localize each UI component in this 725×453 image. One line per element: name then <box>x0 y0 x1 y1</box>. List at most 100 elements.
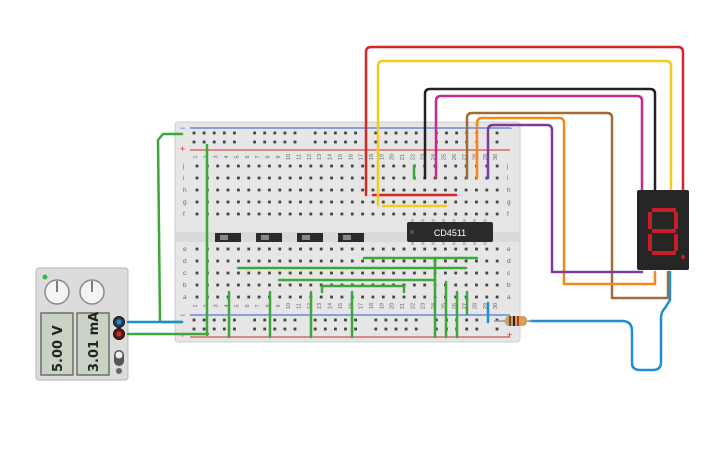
breadboard-hole[interactable] <box>288 188 292 192</box>
breadboard-hole[interactable] <box>319 176 323 180</box>
breadboard-hole[interactable] <box>361 295 364 299</box>
breadboard-hole[interactable] <box>268 212 271 216</box>
breadboard-hole[interactable] <box>330 164 333 168</box>
breadboard-hole[interactable] <box>226 200 230 204</box>
breadboard-hole[interactable] <box>392 200 396 204</box>
breadboard-hole[interactable] <box>495 188 499 192</box>
breadboard-hole[interactable] <box>495 176 499 180</box>
breadboard-hole[interactable] <box>257 259 261 263</box>
rail-hole[interactable] <box>283 140 287 144</box>
breadboard-hole[interactable] <box>475 200 478 204</box>
breadboard-hole[interactable] <box>485 259 489 263</box>
breadboard-hole[interactable] <box>216 188 220 192</box>
breadboard-hole[interactable] <box>247 295 251 299</box>
breadboard-hole[interactable] <box>381 176 385 180</box>
breadboard-hole[interactable] <box>402 259 406 263</box>
breadboard-hole[interactable] <box>216 212 220 216</box>
rail-hole[interactable] <box>293 327 297 331</box>
rail-hole[interactable] <box>323 327 327 331</box>
rail-hole[interactable] <box>384 140 388 144</box>
breadboard-hole[interactable] <box>454 283 458 287</box>
breadboard-hole[interactable] <box>485 188 489 192</box>
breadboard-hole[interactable] <box>319 164 323 168</box>
breadboard-hole[interactable] <box>309 212 313 216</box>
rail-hole[interactable] <box>313 318 317 322</box>
rail-hole[interactable] <box>222 140 226 144</box>
breadboard-hole[interactable] <box>475 295 478 299</box>
breadboard-hole[interactable] <box>412 200 416 204</box>
breadboard-hole[interactable] <box>361 164 364 168</box>
rail-hole[interactable] <box>202 327 206 331</box>
breadboard-hole[interactable] <box>268 164 271 168</box>
breadboard-hole[interactable] <box>371 176 375 180</box>
breadboard-hole[interactable] <box>433 247 437 251</box>
breadboard-hole[interactable] <box>299 271 302 275</box>
breadboard-hole[interactable] <box>412 271 416 275</box>
rail-hole[interactable] <box>293 318 297 322</box>
rail-hole[interactable] <box>404 140 408 144</box>
breadboard-hole[interactable] <box>195 212 199 216</box>
breadboard-hole[interactable] <box>319 283 323 287</box>
breadboard-hole[interactable] <box>402 188 406 192</box>
breadboard-hole[interactable] <box>330 176 333 180</box>
breadboard-hole[interactable] <box>412 188 416 192</box>
rail-hole[interactable] <box>323 140 327 144</box>
breadboard-hole[interactable] <box>195 247 199 251</box>
breadboard-hole[interactable] <box>299 200 302 204</box>
wire-black[interactable] <box>423 87 657 192</box>
rail-hole[interactable] <box>334 131 337 135</box>
breadboard-hole[interactable] <box>268 200 271 204</box>
rail-hole[interactable] <box>495 327 499 331</box>
breadboard-hole[interactable] <box>423 247 427 251</box>
breadboard-hole[interactable] <box>361 247 364 251</box>
rail-hole[interactable] <box>414 318 418 322</box>
breadboard-hole[interactable] <box>299 212 302 216</box>
breadboard-hole[interactable] <box>433 200 437 204</box>
breadboard-hole[interactable] <box>392 164 396 168</box>
breadboard-hole[interactable] <box>288 295 292 299</box>
breadboard-hole[interactable] <box>485 295 489 299</box>
breadboard-hole[interactable] <box>371 295 375 299</box>
breadboard-hole[interactable] <box>454 200 458 204</box>
breadboard-hole[interactable] <box>423 200 427 204</box>
rail-hole[interactable] <box>404 131 408 135</box>
breadboard-hole[interactable] <box>412 247 416 251</box>
breadboard-hole[interactable] <box>247 176 251 180</box>
breadboard-hole[interactable] <box>485 212 489 216</box>
breadboard-hole[interactable] <box>412 259 416 263</box>
breadboard-hole[interactable] <box>288 271 292 275</box>
breadboard-hole[interactable] <box>475 247 478 251</box>
breadboard-hole[interactable] <box>495 259 499 263</box>
breadboard-hole[interactable] <box>268 176 271 180</box>
breadboard-hole[interactable] <box>247 247 251 251</box>
breadboard-hole[interactable] <box>247 200 251 204</box>
breadboard-hole[interactable] <box>464 283 468 287</box>
breadboard-hole[interactable] <box>412 283 416 287</box>
breadboard-hole[interactable] <box>412 295 416 299</box>
breadboard-hole[interactable] <box>288 164 292 168</box>
rail-hole[interactable] <box>233 318 236 322</box>
rail-hole[interactable] <box>374 140 378 144</box>
rail-hole[interactable] <box>394 318 398 322</box>
breadboard-hole[interactable] <box>392 247 396 251</box>
breadboard-hole[interactable] <box>226 164 230 168</box>
rail-hole[interactable] <box>384 131 388 135</box>
breadboard-hole[interactable] <box>330 259 333 263</box>
breadboard-hole[interactable] <box>340 271 344 275</box>
cd4511-chip[interactable]: CD4511 <box>407 219 493 245</box>
breadboard-hole[interactable] <box>278 271 282 275</box>
breadboard-hole[interactable] <box>371 259 375 263</box>
breadboard-hole[interactable] <box>371 164 375 168</box>
breadboard-hole[interactable] <box>319 200 323 204</box>
breadboard-hole[interactable] <box>278 247 282 251</box>
rail-hole[interactable] <box>475 327 479 331</box>
breadboard-hole[interactable] <box>402 295 406 299</box>
rail-hole[interactable] <box>344 318 347 322</box>
breadboard-hole[interactable] <box>361 176 364 180</box>
breadboard-hole[interactable] <box>268 247 271 251</box>
breadboard-hole[interactable] <box>278 200 282 204</box>
rail-hole[interactable] <box>222 318 226 322</box>
breadboard-hole[interactable] <box>299 164 302 168</box>
rail-hole[interactable] <box>233 131 236 135</box>
breadboard-hole[interactable] <box>371 271 375 275</box>
